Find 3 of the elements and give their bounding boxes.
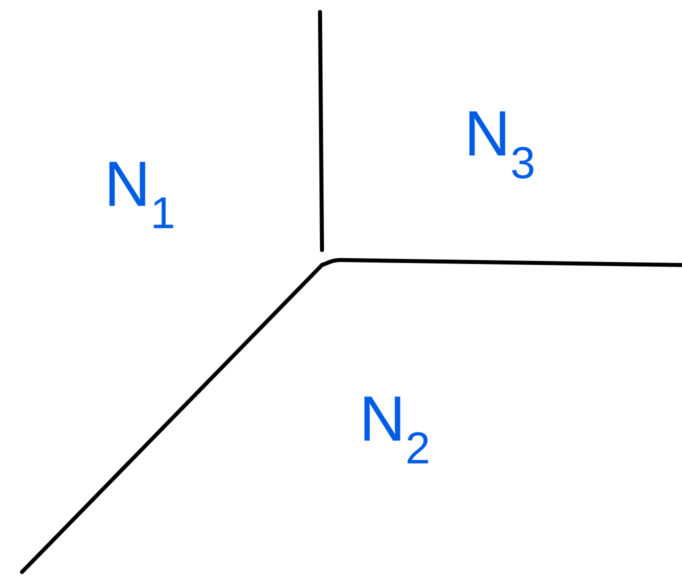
region-label: N$_{3}$ [469, 111, 534, 179]
region-label: N$_{2}$ [364, 396, 428, 464]
region-label: N$_{1}$ [109, 162, 174, 228]
